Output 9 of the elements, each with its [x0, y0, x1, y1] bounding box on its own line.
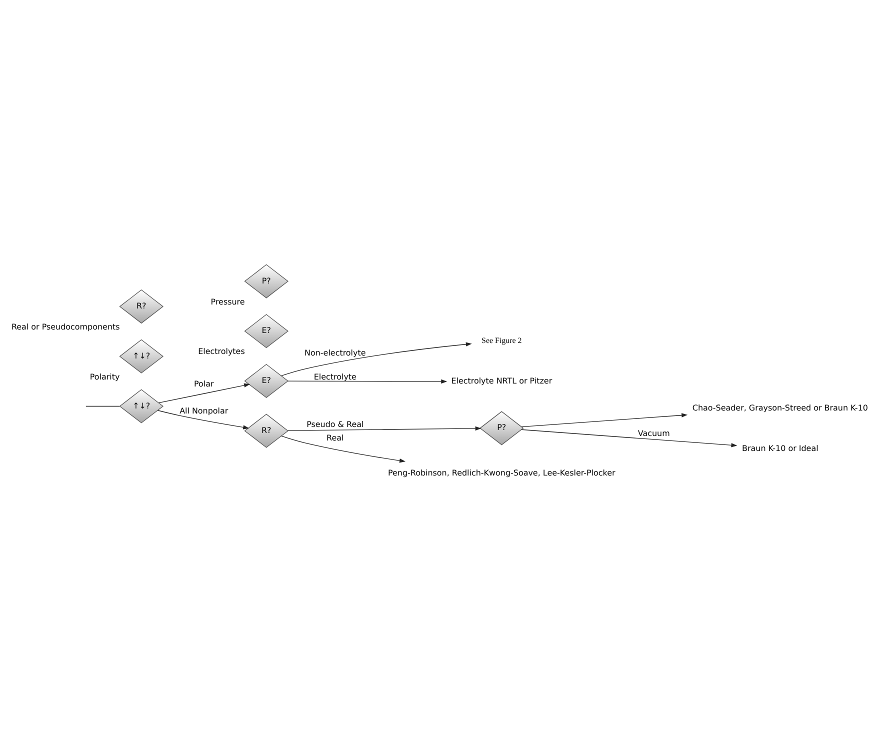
- arrow: [521, 412, 688, 427]
- arrow: [280, 435, 406, 462]
- arrow: [521, 428, 738, 447]
- arrow: [288, 378, 448, 384]
- arrow: [158, 382, 250, 403]
- connector: [86, 405, 120, 406]
- arrow: [157, 410, 250, 429]
- arrow: [287, 426, 482, 430]
- arrow: [280, 342, 472, 376]
